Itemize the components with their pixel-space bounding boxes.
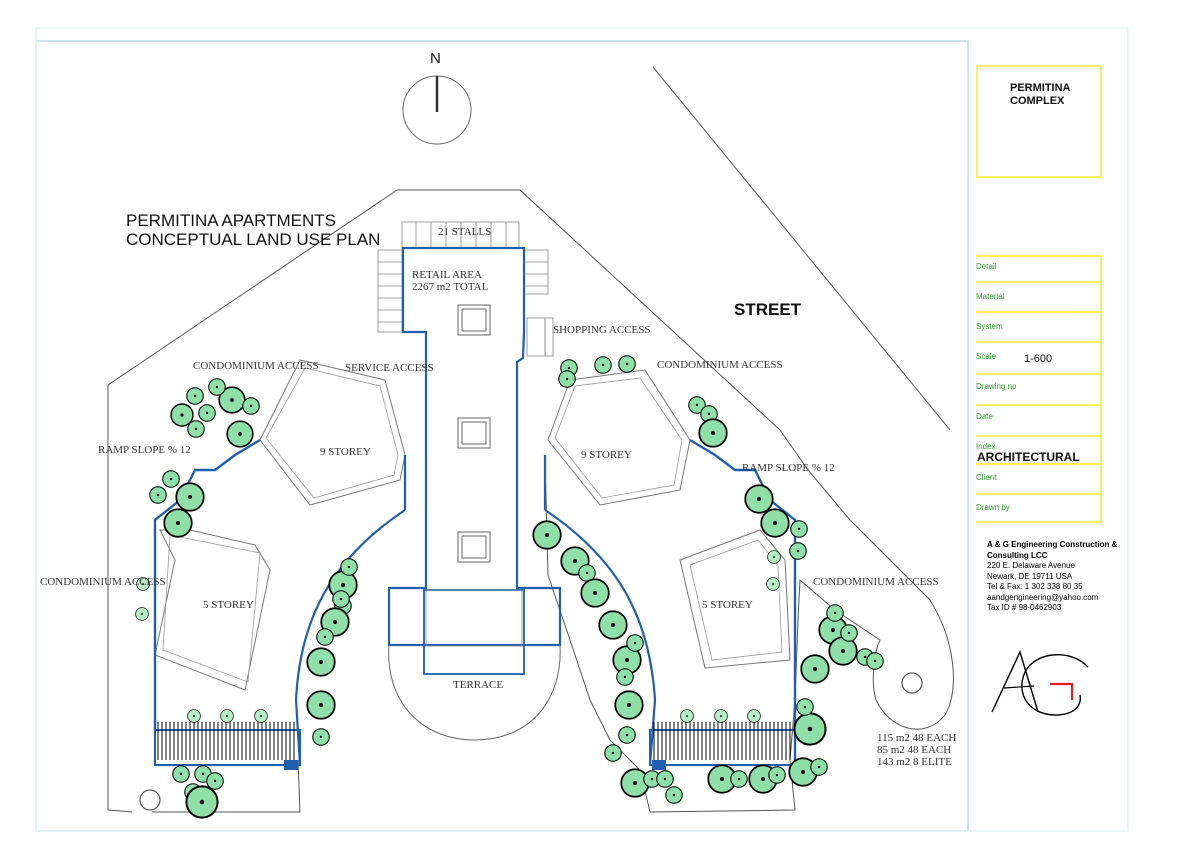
nine-storey-label-w: 9 STOREY: [320, 446, 371, 458]
firm-name-line2: Consulting LCC: [987, 550, 1048, 560]
retail-label-1: RETAIL AREA: [412, 269, 482, 281]
light-wells: [457, 304, 491, 563]
title-block-lines: [976, 65, 1102, 523]
nine-storey-label-e: 9 STOREY: [581, 449, 632, 461]
field-scale: Scale: [976, 352, 997, 361]
project-name-box: [976, 65, 1102, 178]
condo-access-label-w: CONDOMINIUM ACCESS: [40, 576, 166, 588]
north-label: N: [430, 50, 441, 67]
left-balcony-hatch: [157, 722, 295, 760]
scale-value: 1-600: [1024, 353, 1052, 365]
right-balcony-hatch: [653, 722, 791, 760]
site-boundary: [107, 189, 954, 813]
field-material: Material: [976, 292, 1005, 301]
outer-border: [35, 27, 1129, 832]
terrace-label: TERRACE: [453, 679, 503, 691]
street-edge: [652, 66, 951, 431]
five-storey-label-w: 5 STOREY: [203, 599, 254, 611]
company-logo: [991, 650, 1089, 716]
firm-info: A & G Engineering Construction & Consult…: [987, 540, 1137, 614]
service-access-label: SERVICE ACCESS: [345, 362, 434, 374]
stalls-label: 21 STALLS: [438, 226, 491, 238]
units-line-1: 115 m2 48 EACH: [877, 732, 956, 744]
field-drawing-no: Drawing no: [976, 382, 1017, 391]
field-detail: Detail: [976, 262, 997, 271]
discipline-label: ARCHITECTURAL: [977, 450, 1080, 464]
firm-address-line2: Newark, DE 19711 USA: [987, 571, 1073, 581]
project-name-line1: PERMITINA: [1010, 82, 1071, 94]
firm-address-line1: 220 E. Delaware Avenue: [987, 561, 1075, 570]
firm-email: aandgengineering@yahoo.com: [987, 592, 1099, 602]
field-system: System: [976, 322, 1003, 331]
plan-title-line1: PERMITINA APARTMENTS: [126, 211, 336, 230]
shopping-access-label: SHOPPING ACCESS: [553, 324, 651, 336]
field-date: Date: [976, 412, 993, 421]
ramp-slope-label-e: RAMP SLOPE % 12: [742, 462, 835, 474]
units-line-2: 85 m2 48 EACH: [877, 744, 951, 756]
project-name-line2: COMPLEX: [1010, 95, 1065, 107]
street-label: STREET: [734, 300, 802, 319]
units-line-3: 143 m2 8 ELITE: [877, 756, 952, 768]
left-wing: [153, 359, 407, 766]
ramp-slope-label-w: RAMP SLOPE % 12: [98, 444, 191, 456]
firm-phone: Tel & Fax: 1 302 338 80 35: [987, 582, 1083, 591]
condo-access-label-e: CONDOMINIUM ACCESS: [813, 576, 939, 588]
field-drawn-by: Drawn by: [976, 503, 1010, 512]
field-index: Index: [976, 442, 996, 451]
sheet-border: [35, 40, 969, 832]
field-client: Client: [976, 473, 997, 482]
firm-name-line1: A & G Engineering Construction &: [987, 540, 1118, 549]
condo-access-label-nw: CONDOMINIUM ACCESS: [193, 360, 319, 372]
five-storey-label-e: 5 STOREY: [702, 599, 753, 611]
retail-building: [387, 246, 562, 647]
firm-tax-id: Tax ID # 98-0462903: [987, 603, 1062, 612]
retail-label-2: 2267 m2 TOTAL: [412, 281, 489, 293]
plan-title-line2: CONCEPTUAL LAND USE PLAN: [126, 230, 380, 249]
condo-access-label-ne: CONDOMINIUM ACCESS: [657, 359, 783, 371]
terrace: [388, 644, 561, 741]
